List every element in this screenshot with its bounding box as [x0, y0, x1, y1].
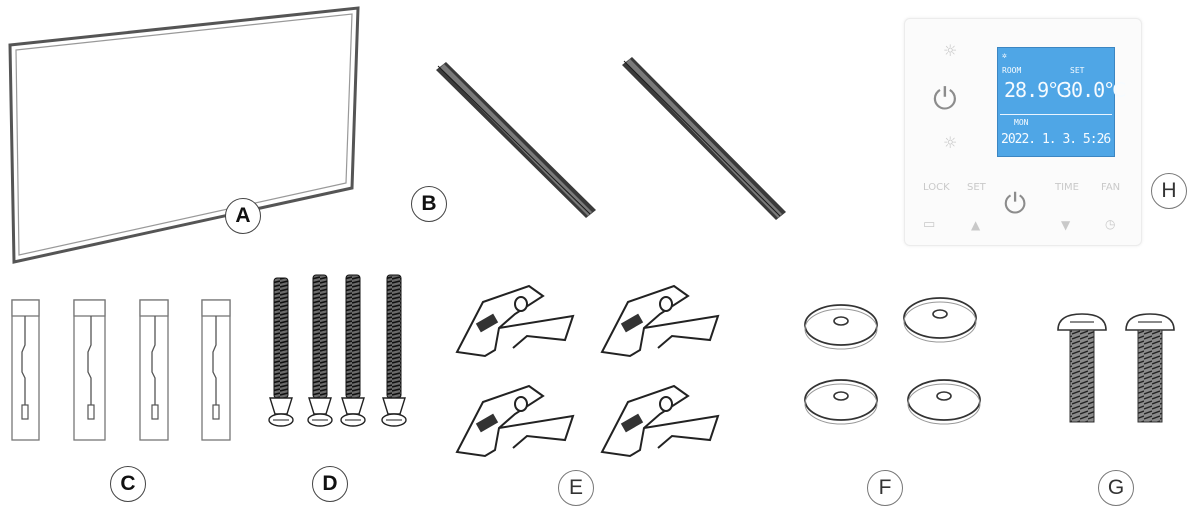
part-e-clips	[455, 284, 720, 458]
anchor	[201, 299, 231, 441]
label-g: G	[1098, 470, 1134, 506]
lcd-room-temp: 28.9℃	[1004, 78, 1071, 102]
label-e: E	[558, 470, 594, 506]
washer	[907, 379, 981, 425]
up-arrow-icon: ▲	[971, 218, 981, 232]
lcd-divider	[1000, 114, 1112, 115]
key-lock: LOCK	[923, 182, 950, 193]
part-d-screws	[268, 274, 407, 427]
light-down-icon: ☼	[943, 133, 958, 152]
part-h-thermostat: ☼ ⏻ ☼ ✲ ROOM SET 28.9℃ 30.0℃ MON 2022. 1…	[904, 18, 1142, 246]
label-b: B	[411, 186, 447, 222]
power-icon: ⏻	[1004, 187, 1027, 220]
clip	[600, 284, 720, 358]
clip	[455, 284, 575, 358]
part-c-anchors	[11, 299, 231, 441]
washer	[903, 297, 977, 343]
part-b-rails	[436, 57, 786, 220]
part-a-panel	[8, 6, 360, 264]
label-a: A	[225, 198, 261, 234]
label-d: D	[312, 466, 348, 502]
machine-screw	[1125, 313, 1175, 423]
washer	[804, 304, 878, 350]
part-g-screws	[1057, 313, 1175, 423]
signal-icon: ✲	[1002, 51, 1007, 60]
part-f-washers	[804, 297, 981, 425]
washer	[804, 379, 878, 425]
key-set: SET	[967, 182, 986, 193]
lcd-datetime: 2022. 1. 3. 5:26	[1001, 132, 1111, 147]
light-up-icon: ☼	[943, 41, 958, 60]
clock-icon: ◷	[1105, 217, 1116, 231]
machine-screw	[1057, 313, 1107, 423]
screw	[307, 274, 333, 427]
label-f: F	[867, 470, 903, 506]
down-arrow-icon: ▼	[1061, 218, 1071, 232]
clip	[455, 384, 575, 458]
anchor	[11, 299, 40, 441]
lcd-set: SET	[1070, 66, 1085, 75]
rail	[622, 57, 786, 220]
label-h: H	[1151, 173, 1187, 209]
screw	[381, 274, 407, 427]
key-fan: FAN	[1101, 182, 1121, 193]
label-c: C	[110, 466, 146, 502]
mode-icon: ▭	[923, 217, 936, 232]
anchor	[73, 299, 106, 441]
lcd-weekday: MON	[1014, 118, 1029, 127]
screw	[340, 274, 366, 427]
lcd-mode: ROOM	[1002, 66, 1022, 75]
lcd-screen: ✲ ROOM SET 28.9℃ 30.0℃ MON 2022. 1. 3. 5…	[997, 47, 1127, 157]
anchor	[139, 299, 169, 441]
rail	[436, 62, 596, 218]
power-icon: ⏻	[933, 82, 957, 117]
screw	[268, 277, 294, 427]
lcd-set-temp: 30.0℃	[1060, 78, 1127, 102]
key-time: TIME	[1055, 182, 1080, 193]
clip	[600, 384, 720, 458]
